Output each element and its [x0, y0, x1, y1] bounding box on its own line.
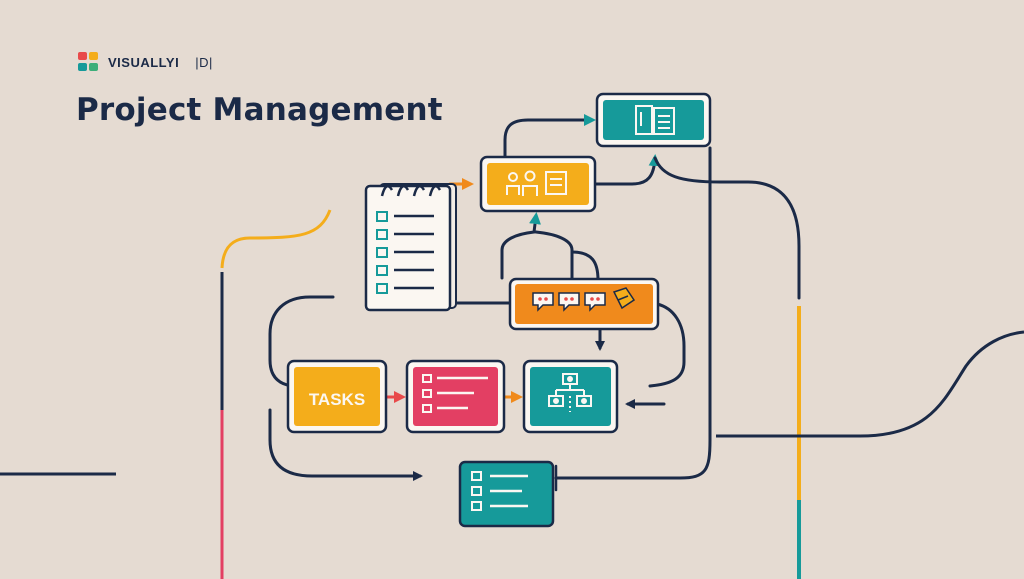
logo-icon — [78, 52, 100, 72]
team-people-icon — [506, 170, 567, 196]
list-node — [458, 460, 555, 528]
brand: VISUALLYI |D| — [78, 52, 213, 72]
list-icon — [471, 471, 528, 511]
team-node — [479, 155, 597, 213]
checklist-icon — [422, 374, 488, 413]
tasks-label: TASKS — [309, 390, 365, 409]
decorative-lines — [0, 209, 1024, 579]
speech-bubbles-icon — [532, 287, 636, 312]
notepad-checklist-icon — [364, 183, 457, 312]
page-title: Project Management — [76, 92, 443, 128]
tasks-node: TASKS — [286, 359, 388, 434]
brand-suffix: |D| — [195, 54, 213, 70]
brand-name: VISUALLYI — [108, 54, 180, 70]
checklist-node — [405, 359, 506, 434]
org-chart-node — [522, 359, 619, 434]
document-node — [595, 92, 712, 148]
document-icon — [635, 105, 675, 135]
communication-node — [508, 277, 660, 331]
org-chart-icon — [548, 373, 592, 412]
